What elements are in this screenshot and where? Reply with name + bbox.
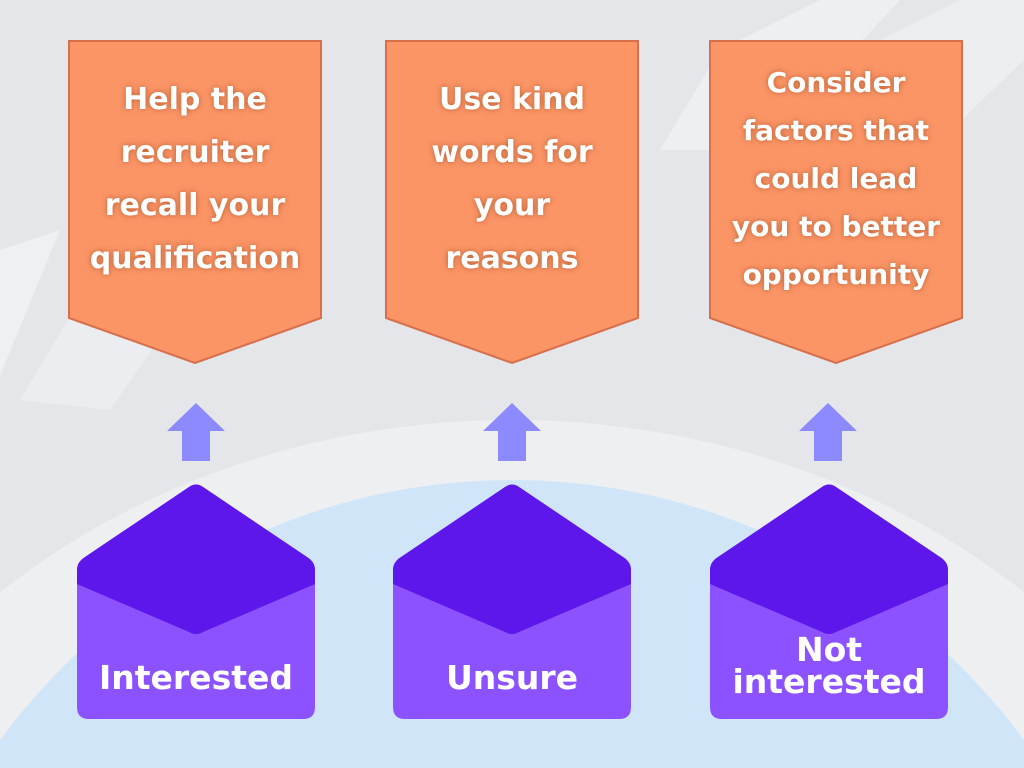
envelope-not-interested: Not interested bbox=[710, 482, 948, 719]
arrow-up-icon bbox=[167, 403, 225, 461]
tip-banner-not-interested: Consider factors that could lead you to … bbox=[709, 40, 963, 364]
tip-banner-interested: Help the recruiter recall your qualifica… bbox=[68, 40, 322, 364]
response-label: Not interested bbox=[732, 630, 926, 701]
envelope-icon bbox=[393, 484, 631, 719]
tip-text: Use kind words for your reasons bbox=[431, 82, 593, 276]
banner-shape bbox=[385, 40, 639, 364]
banner-shape bbox=[709, 40, 963, 364]
banner-shape bbox=[68, 40, 322, 364]
tip-text: Help the recruiter recall your qualifica… bbox=[89, 82, 301, 276]
envelope-interested: Interested bbox=[77, 482, 315, 719]
envelope-icon bbox=[710, 484, 948, 719]
envelope-unsure: Unsure bbox=[393, 482, 631, 719]
arrow-up-icon bbox=[799, 403, 857, 461]
envelope-icon bbox=[77, 484, 315, 719]
tip-banner-unsure: Use kind words for your reasons bbox=[385, 40, 639, 364]
tip-text: Consider factors that could lead you to … bbox=[731, 66, 941, 291]
response-label: Interested bbox=[98, 658, 293, 697]
arrow-up-icon bbox=[483, 403, 541, 461]
response-label: Unsure bbox=[445, 658, 579, 697]
